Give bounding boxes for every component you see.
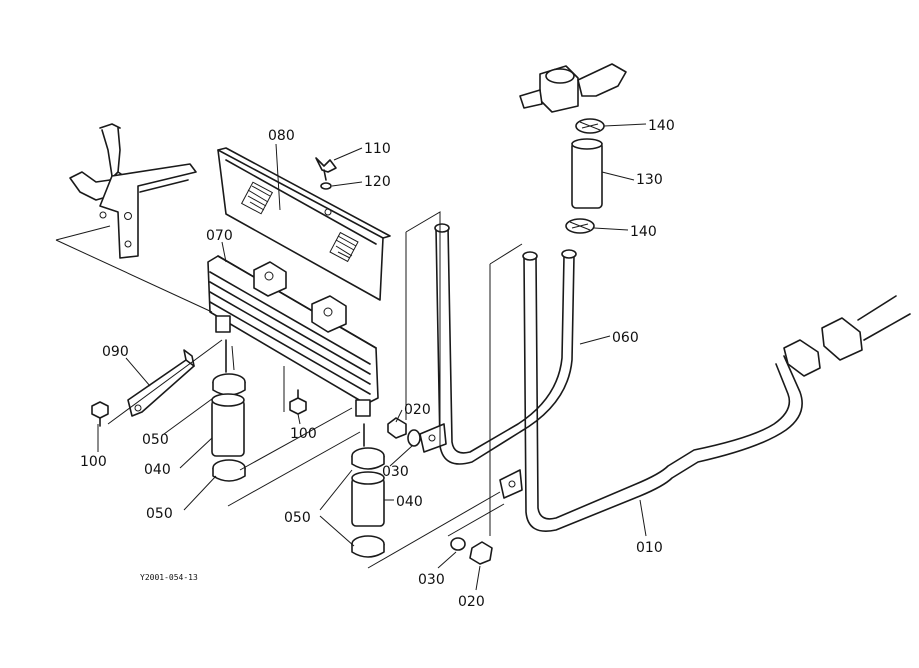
oil-pipe	[419, 223, 577, 465]
drawing-code: Y2001-054-13	[140, 573, 198, 582]
callout-050-upper-left: 050	[142, 432, 169, 448]
callout-020-lower: 020	[458, 594, 485, 610]
callout-140-lower: 140	[630, 224, 657, 240]
callout-120: 120	[364, 174, 391, 190]
right-hose-assembly	[351, 423, 385, 558]
banjo-bolt-lower	[450, 537, 493, 565]
oil-cooler	[207, 255, 379, 417]
bolt-center	[289, 389, 307, 415]
return-pipe	[499, 251, 803, 532]
callout-080: 080	[268, 128, 295, 144]
callout-030-lower: 030	[418, 572, 445, 588]
hose-clamp-upper	[575, 118, 605, 134]
callout-110: 110	[364, 141, 391, 157]
pipe-fitting	[783, 295, 911, 377]
shroud-plate	[217, 147, 391, 301]
callout-050-right: 050	[284, 510, 311, 526]
callout-010: 010	[636, 540, 663, 556]
callout-130: 130	[636, 172, 663, 188]
left-hose-assembly	[211, 339, 246, 482]
elbow-fitting	[519, 63, 627, 113]
wing-bolt	[315, 157, 337, 181]
support-bracket	[127, 349, 195, 417]
rubber-hose	[571, 138, 603, 209]
banjo-bolt-upper	[387, 417, 421, 447]
bolt-left	[91, 401, 109, 427]
callout-020-upper: 020	[404, 402, 431, 418]
callout-060: 060	[612, 330, 639, 346]
assembly-lines	[55, 211, 523, 569]
callout-040-right: 040	[396, 494, 423, 510]
callout-070: 070	[206, 228, 233, 244]
callout-030-upper: 030	[382, 464, 409, 480]
callout-090: 090	[102, 344, 129, 360]
hose-clamp-lower	[565, 218, 595, 234]
callout-140-upper: 140	[648, 118, 675, 134]
callout-050-lower-left: 050	[146, 506, 173, 522]
callout-labels: 080 110 120 070 090 100 050 040 050 100 …	[80, 118, 675, 610]
callout-040-left: 040	[144, 462, 171, 478]
mounting-bracket	[69, 123, 197, 259]
washer	[320, 182, 332, 190]
leader-lines	[97, 123, 647, 591]
callout-100-center: 100	[290, 426, 317, 442]
callout-100-left: 100	[80, 454, 107, 470]
